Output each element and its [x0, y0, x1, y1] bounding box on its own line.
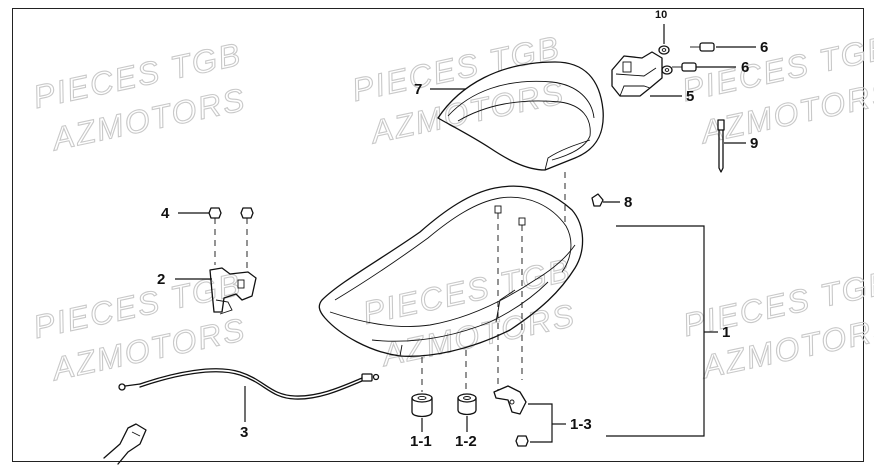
watermark-bottom-left: PIECES TGB AZMOTORS — [30, 265, 250, 388]
part-nut-left — [208, 207, 222, 265]
part-backrest-bracket — [611, 51, 663, 97]
part-release-cable — [118, 368, 380, 400]
callout-8: 8 — [624, 194, 632, 211]
part-seat-stud-right — [518, 217, 526, 380]
callout-1-1: 1-1 — [410, 433, 432, 450]
callout-3: 3 — [240, 424, 248, 441]
part-damper-1-2 — [457, 393, 477, 416]
part-bolt-upper — [690, 42, 715, 52]
part-main-seat — [318, 185, 584, 357]
callout-5: 5 — [686, 88, 694, 105]
callout-1: 1 — [722, 324, 730, 341]
watermark-top-left: PIECES TGB AZMOTORS — [30, 35, 250, 158]
part-lever-fragment — [103, 423, 147, 465]
callout-4: 4 — [161, 205, 170, 222]
part-washer — [658, 45, 673, 75]
part-lock-bracket — [209, 267, 257, 315]
callout-6-lower: 6 — [741, 59, 749, 76]
callout-7: 7 — [414, 81, 422, 98]
callout-9: 9 — [750, 135, 758, 152]
watermark-top-right: PIECES TGB AZMOTORS — [678, 28, 874, 151]
callout-1-2: 1-2 — [455, 433, 477, 450]
callout-6-upper: 6 — [760, 39, 768, 56]
part-nut — [515, 435, 529, 447]
part-clip — [591, 193, 604, 207]
callout-1-3: 1-3 — [570, 416, 592, 433]
part-seat-stud-left — [494, 205, 502, 390]
part-backrest-cushion — [437, 61, 604, 171]
leader-lines — [175, 24, 756, 443]
callout-10: 10 — [655, 9, 667, 21]
part-pin — [717, 119, 725, 173]
diagram-frame — [12, 8, 864, 462]
watermark-bottom-right: PIECES TGB AZMOTORS — [679, 263, 874, 386]
part-nut-right — [240, 207, 254, 268]
part-latch-bracket — [493, 385, 527, 415]
part-damper-1-1 — [411, 393, 433, 418]
watermark-top-center: PIECES TGB AZMOTORS — [348, 28, 568, 151]
callout-2: 2 — [157, 271, 165, 288]
